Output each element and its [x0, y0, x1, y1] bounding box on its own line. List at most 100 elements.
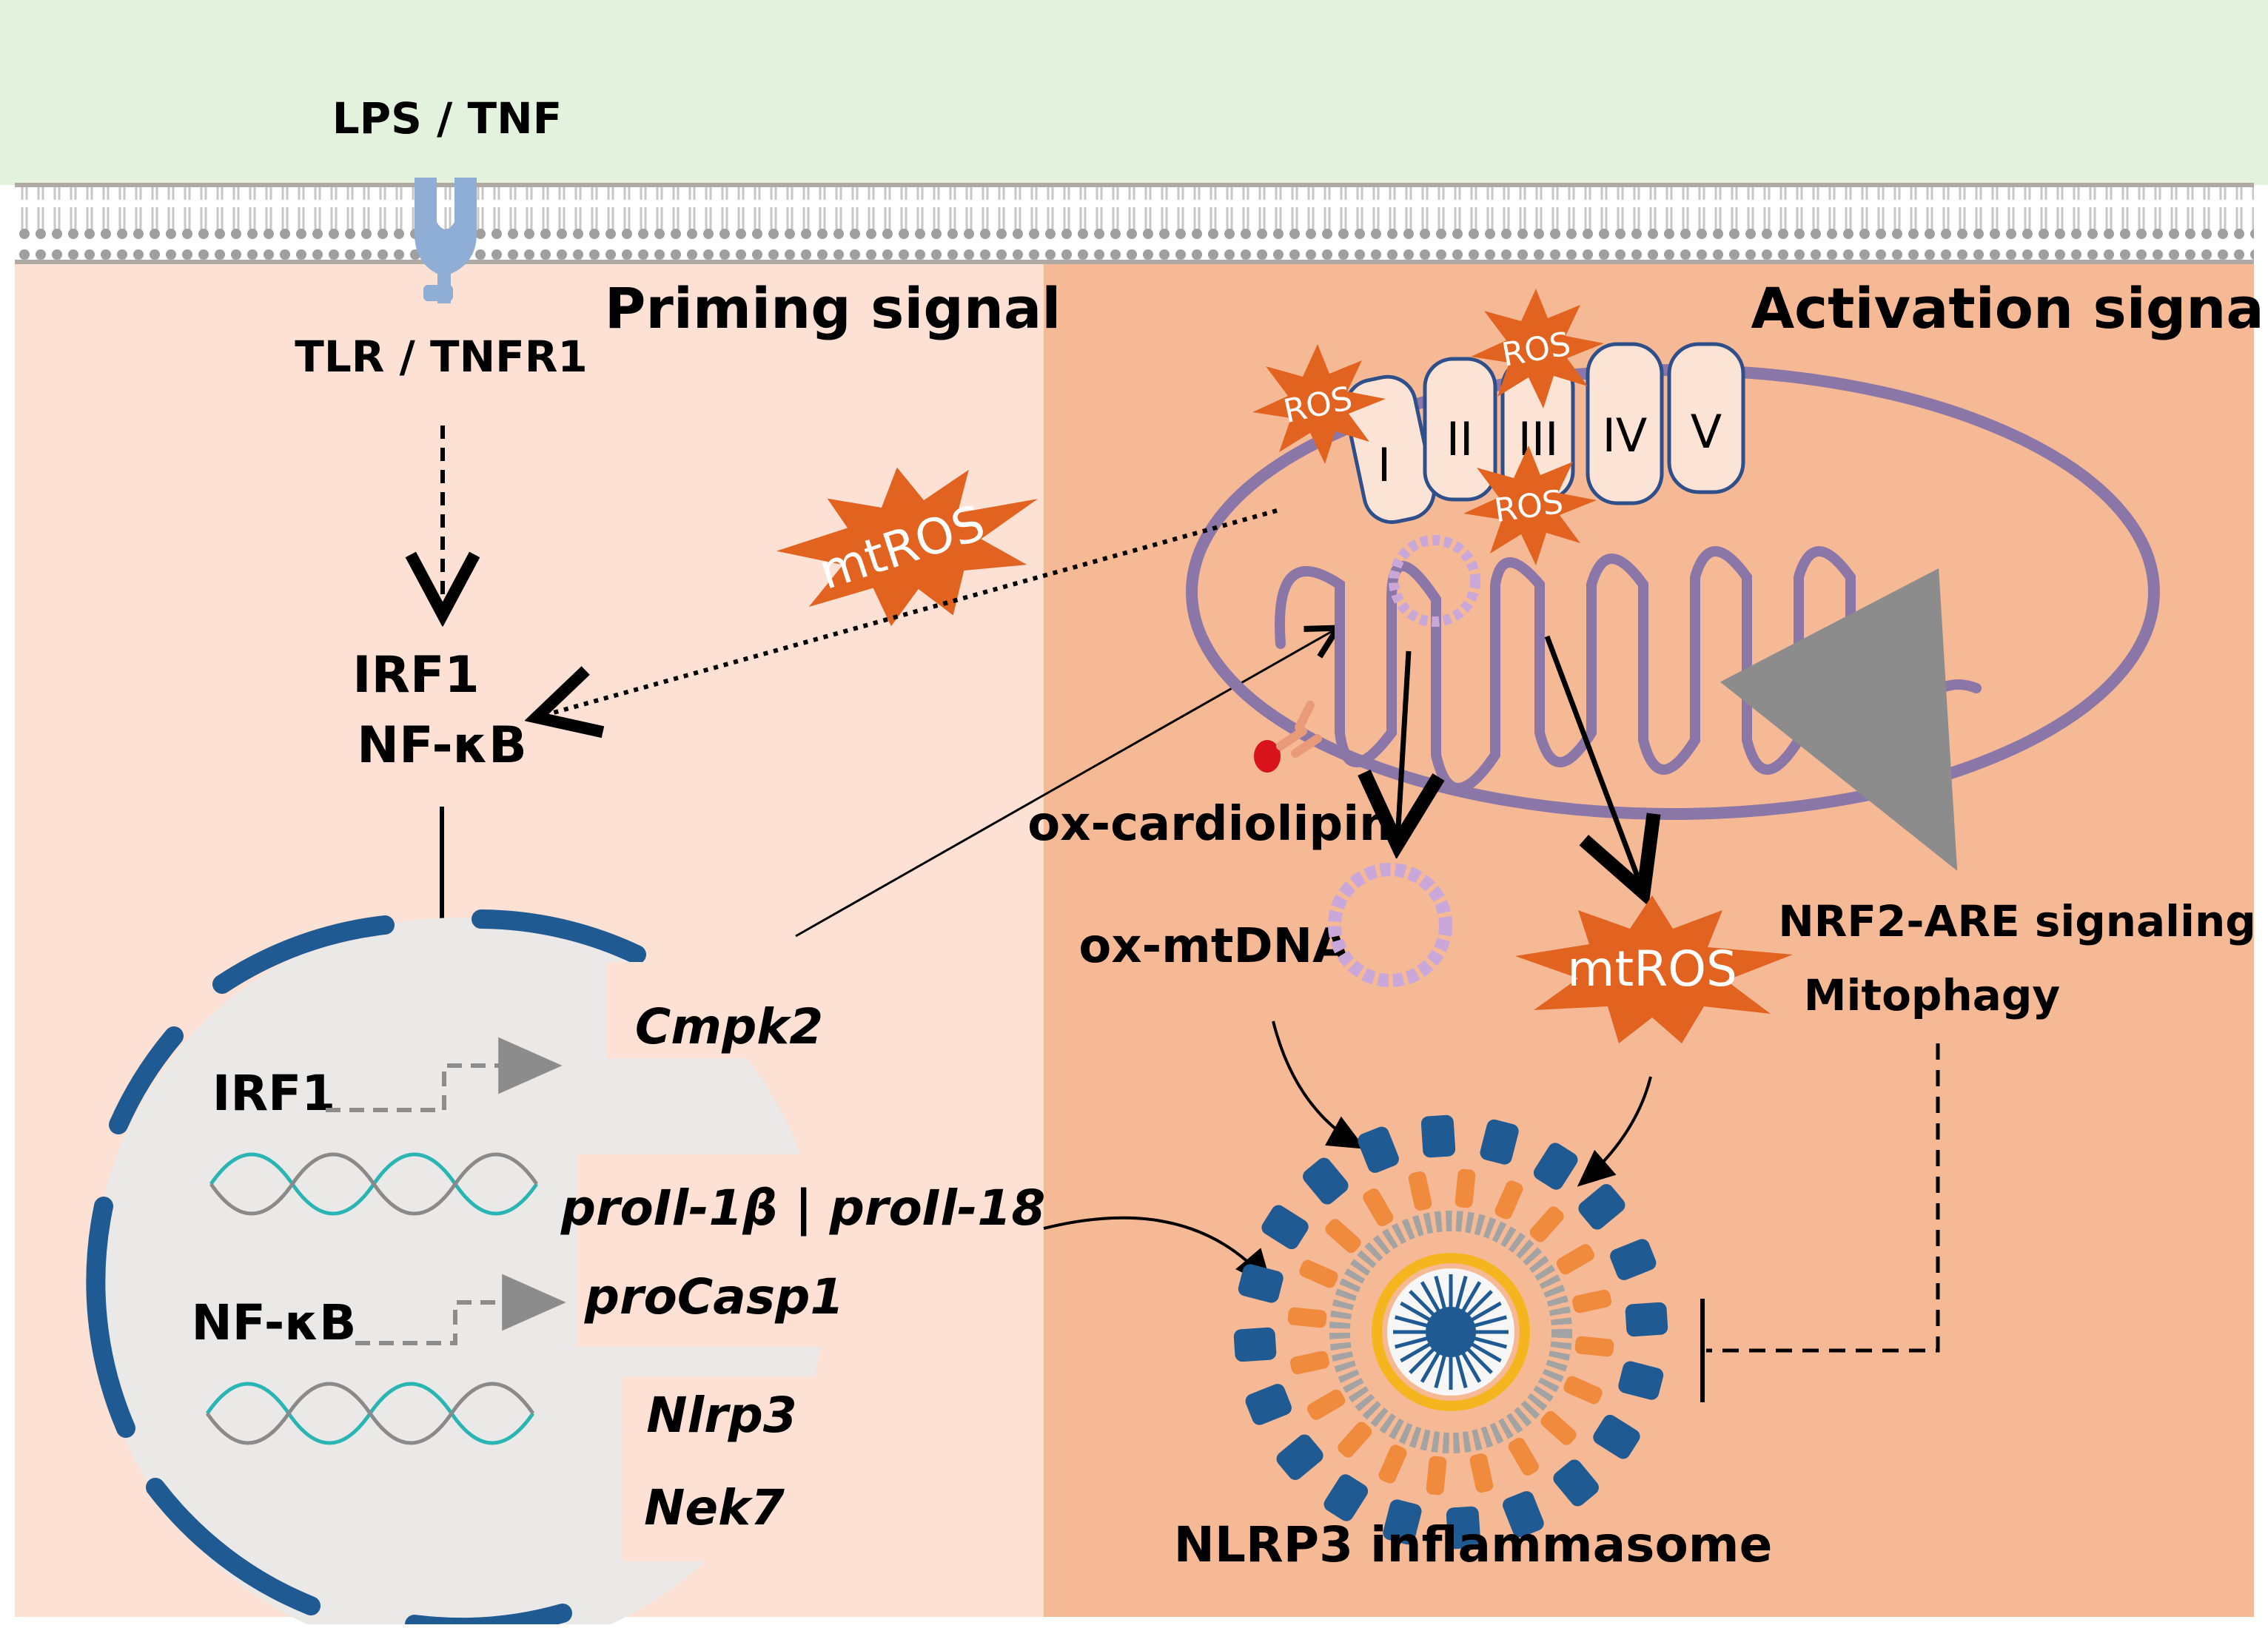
asc-unit [1338, 1422, 1372, 1458]
gene-cmpk2: Cmpk2 [635, 998, 823, 1055]
gene-nek7: Nek7 [644, 1479, 785, 1536]
nfkb-promoter-arrow [355, 1274, 566, 1345]
gene-procasp1: proCasp1 [584, 1268, 845, 1325]
asc-unit [1299, 1259, 1338, 1288]
asc-unit [1572, 1289, 1611, 1314]
nlrp3-unit [1618, 1361, 1664, 1400]
nlrp3-unit [1238, 1264, 1284, 1303]
mito-to-mtros-arrow [1544, 635, 1642, 888]
complex-v-label: V [1691, 405, 1722, 459]
mito-to-nrf2-arrow [1720, 568, 1958, 871]
nucleus-irf1-label: IRF1 [212, 1065, 335, 1122]
asc-unit [1325, 1219, 1361, 1254]
mtros-label-right: mtROS [1567, 941, 1737, 998]
asc-unit [1556, 1244, 1594, 1275]
tf-nfkb-label: NF-κB [357, 716, 527, 775]
asc-unit [1574, 1336, 1614, 1357]
gene-proil: proIl-1β | proIl-18 [560, 1180, 1046, 1237]
tf-irf1-label: IRF1 [352, 646, 479, 704]
extracellular-space [0, 0, 2268, 185]
receptor-label: TLR / TNFR1 [295, 332, 588, 382]
complex-i-label: I [1378, 438, 1391, 492]
nlrp3-unit [1245, 1384, 1292, 1425]
priming-signal-title: Priming signal [605, 275, 1061, 341]
nrf2-label: NRF2-ARE signaling [1778, 896, 2256, 946]
ox-mtdna-label: ox-mtDNA [1078, 919, 1349, 974]
oxmtdna-to-inflammasome-arrow [1272, 1020, 1366, 1149]
ros-burst-icon-3 [1463, 445, 1597, 565]
nlrp3-unit [1420, 1114, 1456, 1158]
nlrp3-unit [1480, 1119, 1519, 1165]
plasma-membrane [15, 183, 2254, 264]
asc-unit [1426, 1456, 1447, 1496]
inflammasome-spoke [1449, 1331, 1493, 1374]
ros-burst-icon-1 [1252, 344, 1386, 464]
ox-mtdna-icon [1328, 863, 1452, 987]
asc-unit [1307, 1389, 1346, 1420]
nlrp3-unit [1533, 1143, 1578, 1190]
dna-helix-nfkb-icon [205, 1382, 535, 1445]
mito-to-nfkb-dotted-arrow [540, 508, 1278, 716]
nlrp3-unit [1578, 1184, 1625, 1230]
inflammasome-spoke [1420, 1281, 1453, 1333]
nlrp3-unit [1233, 1327, 1277, 1362]
inflammasome-spoke [1409, 1290, 1452, 1333]
inflammasome-spoke [1450, 1330, 1507, 1349]
mtros-burst-right-icon [1515, 895, 1793, 1043]
nlrp3-unit [1303, 1157, 1349, 1205]
cardiolipin-icon [1254, 701, 1322, 773]
nlrp3-unit [1323, 1474, 1369, 1521]
inflammasome-spoke [1420, 1331, 1453, 1383]
mito-to-oxcardiolipin-arrow [1398, 650, 1409, 840]
inflammasome-spoke [1449, 1276, 1468, 1333]
asc-unit [1508, 1437, 1539, 1476]
irf1-promoter-arrow [326, 1037, 563, 1112]
nlrp3-unit [1276, 1434, 1323, 1480]
mtdna-icon [1389, 535, 1480, 627]
inflammasome-spoke [1449, 1281, 1482, 1333]
inflammasome-spoke [1449, 1301, 1502, 1334]
dna-helix-irf1-icon [209, 1152, 539, 1216]
asc-unit [1529, 1206, 1564, 1242]
nlrp3-unit [1553, 1459, 1599, 1507]
nlrp3-unit [1358, 1126, 1399, 1173]
asc-unit [1469, 1453, 1494, 1493]
nlrp3-inflammasome-icon [1233, 1114, 1668, 1550]
inflammasome-spoke [1395, 1330, 1452, 1349]
ros-burst-icon-2 [1471, 289, 1604, 408]
inflammasome-spoke [1449, 1331, 1468, 1388]
inflammasome-spoke [1449, 1331, 1482, 1383]
inflammasome-label: NLRP3 inflammasome [1174, 1516, 1773, 1573]
mitophagy-inhibition-line [1706, 1043, 1940, 1353]
inflammasome-spoke [1400, 1301, 1452, 1334]
asc-unit [1290, 1350, 1329, 1375]
asc-unit [1563, 1376, 1603, 1405]
nlrp3-unit [1625, 1302, 1668, 1337]
ligand-label: LPS / TNF [332, 93, 563, 144]
nlrp3-unit [1503, 1491, 1544, 1538]
nucleus [86, 909, 1021, 1628]
inflammasome-spoke [1409, 1331, 1452, 1374]
complex-iv-label: IV [1603, 408, 1648, 462]
mtros-burst-left-icon [776, 467, 1039, 627]
etc-complexes [1343, 342, 1745, 525]
complex-ii-label: II [1446, 412, 1474, 466]
nlrp3-unit [1593, 1414, 1640, 1459]
nlrp3-unit [1261, 1205, 1309, 1250]
inflammasome-spoke [1395, 1315, 1452, 1334]
inflammasome-spoke [1434, 1331, 1453, 1388]
asc-unit [1540, 1410, 1577, 1445]
asc-unit [1287, 1307, 1327, 1328]
asc-unit [1378, 1444, 1407, 1484]
asc-unit [1455, 1168, 1476, 1208]
asc-unit [1408, 1171, 1432, 1211]
inflammasome-spoke [1434, 1276, 1453, 1333]
mtros-to-inflammasome-arrow [1577, 1076, 1652, 1187]
cmpk2-to-mito-arrow [795, 629, 1336, 938]
nlrp3-unit [1446, 1506, 1481, 1550]
gene-nlrp3: Nlrp3 [646, 1387, 797, 1444]
inflammasome-spoke [1449, 1290, 1493, 1333]
asc-unit [1363, 1188, 1394, 1227]
activation-signal-title: Activation signal [1751, 275, 2268, 341]
